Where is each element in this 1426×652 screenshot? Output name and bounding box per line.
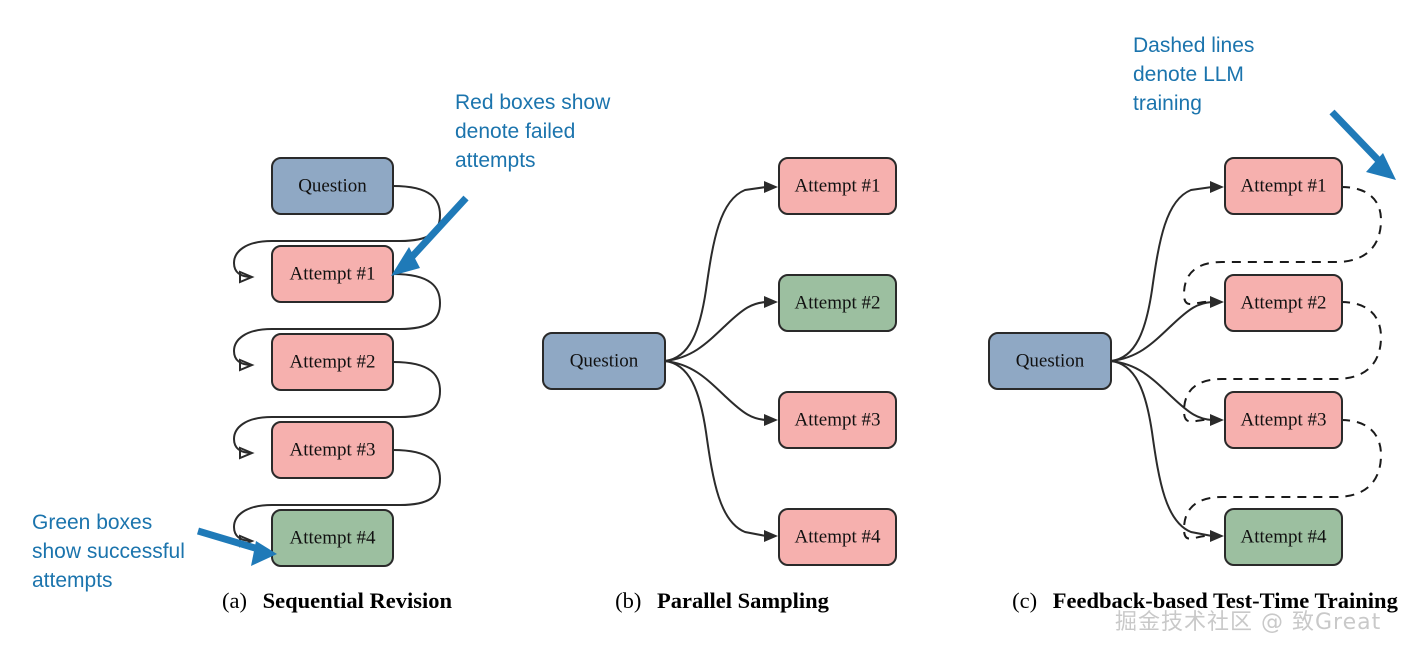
- node-attempt1-b[interactable]: Attempt #1: [778, 157, 897, 215]
- node-label: Attempt #1: [794, 175, 880, 196]
- caption-panel-a: (a) Sequential Revision: [222, 588, 453, 613]
- node-question-c[interactable]: Question: [988, 332, 1112, 390]
- node-question-a[interactable]: Question: [271, 157, 394, 215]
- node-label: Attempt #3: [794, 409, 880, 430]
- caption-tag: (c): [1012, 588, 1037, 613]
- sequential-edges: [232, 185, 442, 548]
- arrowhead-attempt3: [1210, 414, 1224, 426]
- feedback-dashed-edges: [1182, 186, 1383, 540]
- arrowhead-attempt1: [764, 181, 778, 193]
- node-label: Attempt #1: [1240, 175, 1326, 196]
- edge-attempt2-to-attempt3: [232, 361, 442, 454]
- node-attempt4-b[interactable]: Attempt #4: [778, 508, 897, 566]
- node-label: Question: [1016, 350, 1085, 371]
- dashed-edge-attempt3-to-attempt4: [1182, 419, 1383, 540]
- node-label: Question: [298, 175, 367, 196]
- node-attempt4-a[interactable]: Attempt #4: [271, 509, 394, 567]
- edge-question-to-attempt1: [664, 186, 767, 362]
- annotation-arrow-dashed-lines: [1329, 109, 1396, 180]
- edge-question-to-attempt2: [1110, 301, 1213, 362]
- caption-text: Parallel Sampling: [657, 588, 830, 613]
- node-label: Attempt #4: [794, 526, 881, 547]
- annotation-arrow-red-boxes: [391, 195, 469, 276]
- edge-question-to-attempt3: [664, 360, 767, 421]
- annotation-dashed-lines: Dashed lines denote LLM training: [1133, 34, 1255, 115]
- annotation-red-boxes: Red boxes show denote failed attempts: [455, 91, 611, 172]
- node-label: Attempt #4: [289, 527, 376, 548]
- node-label: Attempt #2: [1240, 292, 1326, 313]
- arrowhead-attempt3: [239, 446, 255, 460]
- edge-question-to-attempt4: [664, 360, 767, 537]
- edge-attempt3-to-attempt4: [232, 449, 442, 542]
- node-label: Attempt #1: [289, 263, 375, 284]
- node-label: Attempt #2: [794, 292, 880, 313]
- arrowhead-attempt3: [764, 414, 778, 426]
- edge-question-to-attempt3: [1110, 360, 1213, 421]
- node-attempt2-c[interactable]: Attempt #2: [1224, 274, 1343, 332]
- arrowhead-attempt4: [764, 530, 778, 542]
- arrowhead-attempt2: [239, 358, 255, 372]
- caption-text: Sequential Revision: [263, 588, 453, 613]
- node-attempt2-b[interactable]: Attempt #2: [778, 274, 897, 332]
- node-attempt3-c[interactable]: Attempt #3: [1224, 391, 1343, 449]
- edge-question-to-attempt4: [1110, 360, 1213, 537]
- edge-attempt1-to-attempt2: [232, 273, 442, 366]
- edge-question-to-attempt2: [664, 301, 767, 362]
- annotation-green-boxes: Green boxes show successful attempts: [32, 511, 185, 592]
- node-attempt3-b[interactable]: Attempt #3: [778, 391, 897, 449]
- arrowhead-attempt1: [1210, 181, 1224, 193]
- node-label: Attempt #2: [289, 351, 375, 372]
- arrowhead-attempt1: [239, 270, 255, 284]
- caption-tag: (a): [222, 588, 247, 613]
- arrowhead-attempt2: [1210, 296, 1224, 308]
- node-attempt3-a[interactable]: Attempt #3: [271, 421, 394, 479]
- node-label: Attempt #4: [1240, 526, 1327, 547]
- annotation-arrow-green-boxes: [196, 527, 277, 566]
- node-question-b[interactable]: Question: [542, 332, 666, 390]
- arrowhead-attempt4: [1210, 530, 1224, 542]
- dashed-edge-attempt2-to-attempt3: [1182, 301, 1383, 423]
- node-label: Attempt #3: [1240, 409, 1326, 430]
- caption-panel-c: (c) Feedback-based Test-Time Training: [1012, 588, 1398, 613]
- caption-panel-b: (b) Parallel Sampling: [615, 588, 830, 613]
- node-attempt1-c[interactable]: Attempt #1: [1224, 157, 1343, 215]
- dashed-edge-attempt1-to-attempt2: [1182, 186, 1383, 305]
- edge-question-to-attempt1: [1110, 186, 1213, 362]
- feedback-solid-edges: [1110, 181, 1224, 542]
- node-label: Attempt #3: [289, 439, 375, 460]
- caption-tag: (b): [615, 588, 641, 613]
- arrowhead-attempt2: [764, 296, 778, 308]
- caption-text: Feedback-based Test-Time Training: [1053, 588, 1399, 613]
- node-attempt4-c[interactable]: Attempt #4: [1224, 508, 1343, 566]
- node-attempt2-a[interactable]: Attempt #2: [271, 333, 394, 391]
- node-label: Question: [570, 350, 639, 371]
- edge-question-to-attempt1: [232, 185, 442, 278]
- parallel-edges: [664, 181, 778, 542]
- watermark: 掘金技术社区 @ 致Great: [1115, 610, 1382, 635]
